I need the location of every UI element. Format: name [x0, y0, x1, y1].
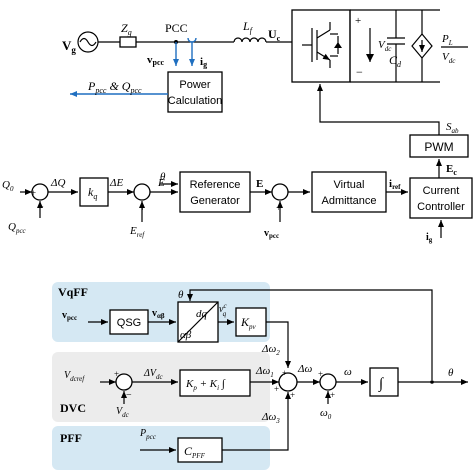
inverter-block	[291, 9, 351, 83]
dq-label: ΔQ	[50, 177, 65, 189]
vpcc-bot-label: vpcc	[62, 310, 77, 322]
theta-mid-label: θ	[160, 171, 166, 183]
virt-line1: Virtual	[334, 179, 365, 191]
cpff-block	[177, 437, 223, 463]
vdc-src-label: Vdc	[442, 51, 456, 65]
E-bold-label: E	[256, 178, 263, 190]
svg-text:+: +	[330, 390, 335, 400]
power-calc-line2: Calculation	[168, 95, 222, 107]
svg-text:−: −	[38, 202, 44, 213]
vpcc-meas-label: vpcc	[147, 54, 165, 67]
vdc-bot-label: Vdc	[116, 406, 130, 419]
pwm-label: PWM	[424, 140, 453, 154]
refgen-line1: Reference	[190, 179, 241, 191]
vg-label: Vg	[62, 38, 76, 55]
cd-label: Cd	[389, 53, 402, 69]
q0-label: Q0	[2, 179, 14, 193]
vpcc-mid-label: vpcc	[264, 228, 279, 240]
qsg-block	[109, 309, 149, 335]
ppcc-label: Ppcc	[139, 428, 157, 441]
pff-label: PFF	[60, 431, 82, 445]
dw1-label: Δω1	[255, 365, 274, 379]
cc-line2: Controller	[417, 201, 465, 213]
kq-block	[79, 177, 109, 207]
dq-text: dq	[196, 308, 208, 320]
svg-text:+: +	[114, 369, 119, 379]
sab-label: Sab	[446, 121, 459, 135]
eref-label: Eref	[129, 225, 145, 239]
lf-inductor-icon	[233, 37, 267, 43]
iref-label: iref	[389, 178, 401, 191]
e-out-label: E	[157, 177, 165, 189]
pi-label: Kp + Ki ∫	[185, 378, 226, 392]
qpcc-label: Qpcc	[8, 221, 27, 235]
igbt-icon	[302, 22, 342, 68]
kq-label: kq	[88, 185, 97, 201]
dw3-label: Δω3	[261, 411, 280, 425]
svg-text:+: +	[318, 369, 323, 379]
svg-text:+: +	[276, 203, 281, 213]
lf-label: Lf	[242, 19, 254, 35]
ig-meas-label: ig	[200, 56, 207, 69]
vqff-label: VqFF	[58, 285, 88, 299]
cc-line1: Current	[423, 185, 460, 197]
middle-control-chain: Q0 + − Qpcc ΔQ kq ΔE + Eref E θ Referenc…	[2, 171, 473, 244]
vab-label: vαβ	[152, 308, 165, 320]
ct-icon	[187, 37, 197, 43]
dw-label: Δω	[297, 363, 312, 375]
sum-v	[271, 183, 289, 201]
power-calc-line1: Power	[179, 79, 211, 91]
cpff-label: CPFF	[184, 444, 206, 460]
sum-e	[133, 183, 151, 201]
svg-text:+: +	[282, 368, 287, 378]
omega0-label: ω0	[320, 407, 332, 421]
dvc-label: DVC	[60, 401, 86, 415]
dvdc-label: ΔVdc	[143, 368, 163, 381]
reference-generator-block	[179, 171, 251, 213]
qsg-label: QSG	[117, 317, 141, 329]
theta-feedback-label: θ	[178, 289, 184, 301]
zg-label: Zg	[121, 21, 132, 37]
kpv-block	[235, 307, 267, 337]
ec-label: Ec	[446, 163, 457, 177]
ab-text: αβ	[180, 329, 192, 341]
zg-impedance	[119, 36, 137, 48]
dw2-label: Δω2	[261, 343, 280, 357]
current-controller-block	[409, 177, 473, 219]
uc-label: Uc	[268, 27, 281, 43]
pl-label: PL	[441, 33, 453, 47]
kpv-label: Kpv	[240, 315, 257, 331]
pi-block	[179, 369, 251, 397]
theta-out-label: θ	[448, 367, 454, 379]
svg-text:+: +	[274, 384, 279, 394]
vdcref-label: Vdcref	[64, 370, 85, 383]
power-circuit: Vg Zg PCC vpcc ig Lf Uc	[62, 9, 468, 83]
refgen-line2: Generator	[190, 195, 240, 207]
svg-text:+: +	[290, 390, 295, 400]
pff-panel	[52, 426, 270, 470]
integrator-label: ∫	[378, 376, 385, 392]
vdc-cap-label: Vdc	[378, 39, 392, 53]
svg-text:−: −	[126, 390, 132, 401]
dc-plus: +	[355, 15, 361, 27]
virt-line2: Admittance	[321, 195, 376, 207]
pq-output-label: Ppcc & Qpcc	[87, 79, 142, 95]
svg-text:+: +	[31, 188, 36, 198]
power-calculation-block	[167, 71, 223, 113]
omega-label: ω	[344, 366, 352, 378]
dc-minus: −	[356, 65, 363, 79]
integrator-block	[369, 367, 399, 397]
ig-mid-label: ig	[426, 232, 433, 244]
de-label: ΔE	[109, 177, 123, 189]
pcc-label: PCC	[165, 21, 188, 35]
